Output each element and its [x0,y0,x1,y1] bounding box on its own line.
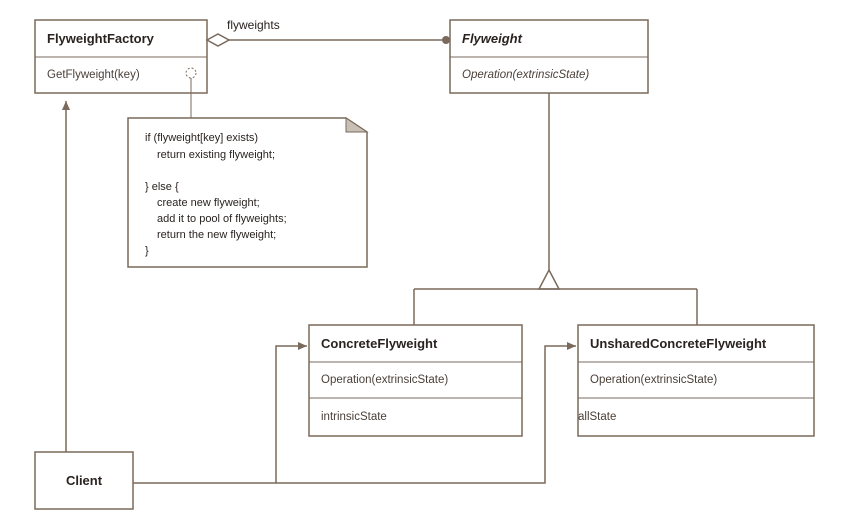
association-label: flyweights [227,18,280,32]
aggregation-diamond [205,33,231,47]
inheritance-triangle [537,268,561,290]
note-line: return the new flyweight; [157,229,276,241]
class-name-concrete-flyweight: ConcreteFlyweight [321,336,438,351]
note-line: return existing flyweight; [157,149,275,161]
note-line: } [145,245,149,257]
client-to-concrete-arrow [133,342,307,484]
note-line: if (flyweight[key] exists) [145,132,258,144]
implementation-note: if (flyweight[key] exists) return existi… [127,78,369,268]
note-line: create new flyweight; [157,197,260,209]
inheritance-hierarchy [413,93,698,325]
note-line: add it to pool of flyweights; [157,213,287,225]
note-line: } else { [145,181,179,193]
class-client[interactable]: Client [34,451,134,510]
attribute-intrinsic-state: intrinsicState [321,411,387,423]
operation-unshared-concrete-flyweight: Operation(extrinsicState) [590,374,717,386]
class-flyweight-factory[interactable]: FlyweightFactory GetFlyweight(key) [34,19,208,94]
operation-get-flyweight: GetFlyweight(key) [47,69,140,81]
association-flyweights: flyweights [205,18,450,47]
class-unshared-concrete-flyweight[interactable]: UnsharedConcreteFlyweight Operation(extr… [577,324,815,437]
class-name-flyweight-factory: FlyweightFactory [47,31,155,46]
note-fold [345,117,369,133]
class-concrete-flyweight[interactable]: ConcreteFlyweight Operation(extrinsicSta… [308,324,523,437]
class-name-client: Client [66,473,103,488]
attribute-all-state: allState [578,411,616,423]
association-end-dot [442,36,450,44]
client-associations [62,101,576,484]
client-to-unshared-arrow [276,342,576,484]
note-anchor-circle [185,67,197,79]
class-name-flyweight: Flyweight [462,31,523,46]
class-name-unshared-concrete-flyweight: UnsharedConcreteFlyweight [590,336,767,351]
class-flyweight[interactable]: Flyweight Operation(extrinsicState) [449,19,649,94]
operation-flyweight: Operation(extrinsicState) [462,69,589,81]
operation-concrete-flyweight: Operation(extrinsicState) [321,374,448,386]
